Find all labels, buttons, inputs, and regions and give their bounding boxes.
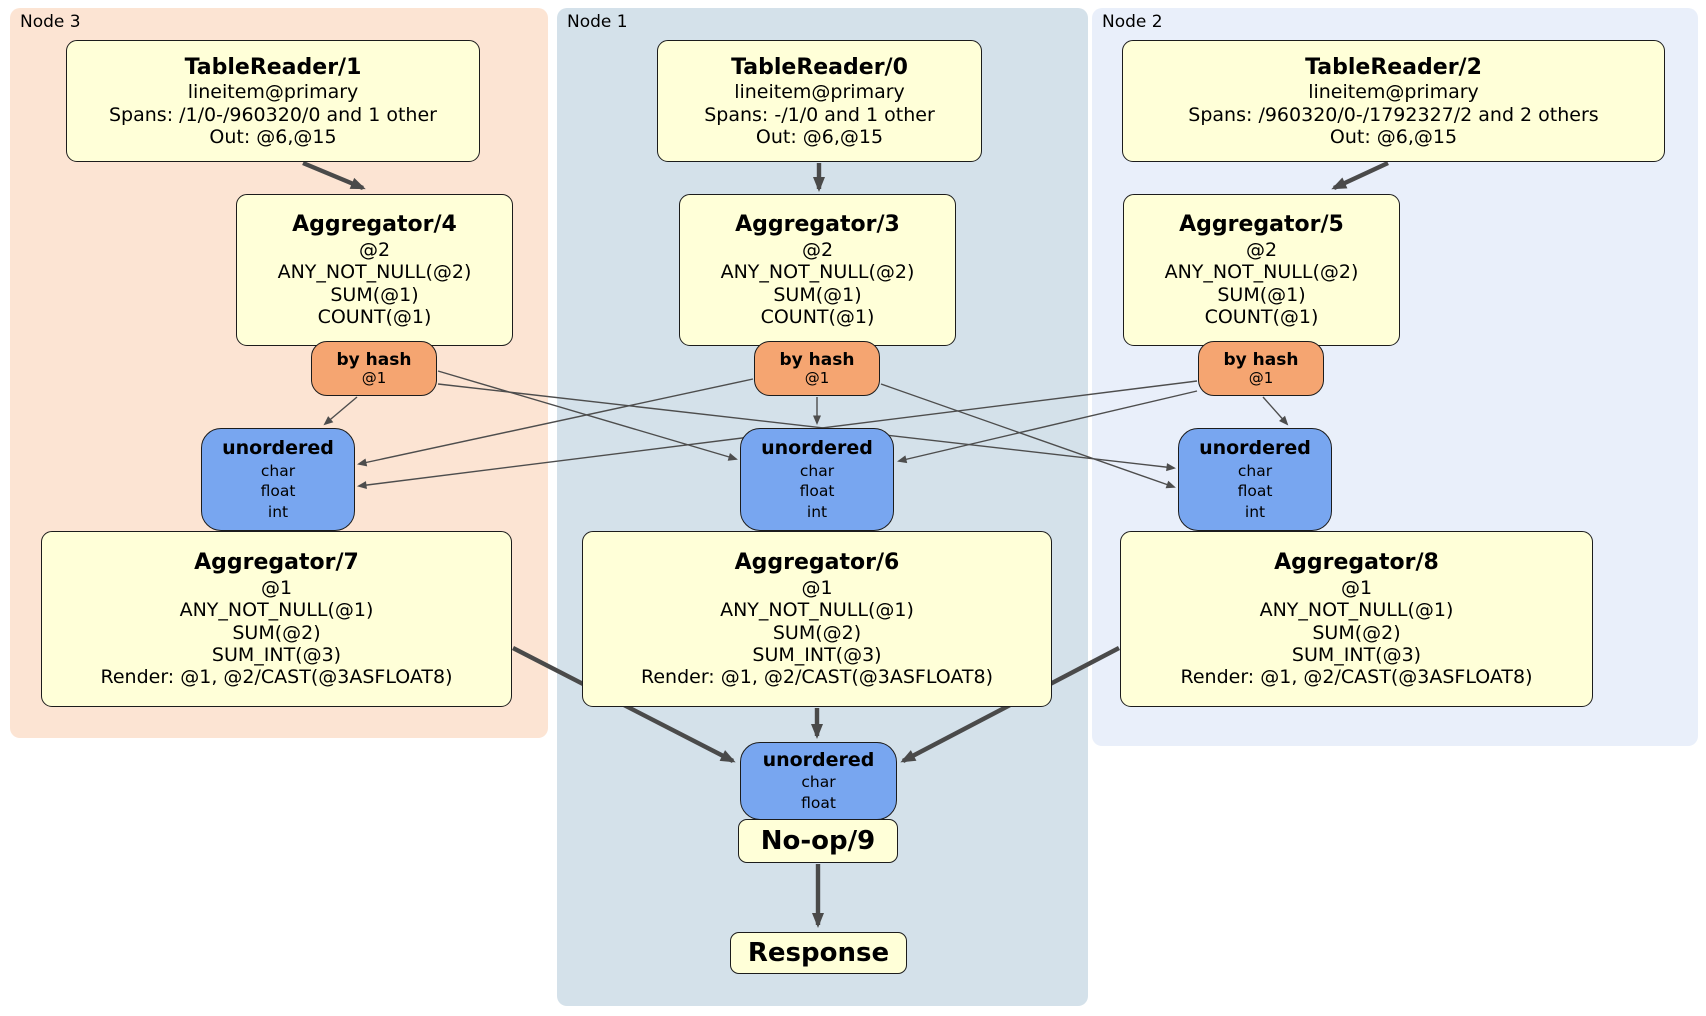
box-line: COUNT(@1) <box>1204 306 1319 329</box>
sync-title: unordered <box>222 436 334 459</box>
box-line: ANY_NOT_NULL(@1) <box>1259 599 1454 622</box>
sync-line: float <box>260 482 296 501</box>
box-line: ANY_NOT_NULL(@2) <box>1164 261 1359 284</box>
node2-label: Node 2 <box>1102 12 1163 32</box>
router-line: @1 <box>361 369 387 388</box>
sync-line: int <box>1244 502 1266 521</box>
box-title: Aggregator/6 <box>734 550 900 576</box>
router-line: @1 <box>1248 369 1274 388</box>
box-line: @1 <box>1340 576 1373 599</box>
box-title: Response <box>747 937 890 968</box>
box-line: SUM_INT(@3) <box>1291 643 1422 666</box>
box-line: Render: @1, @2/CAST(@3ASFLOAT8) <box>1180 666 1533 689</box>
sync-line: float <box>799 482 835 501</box>
box-title: No-op/9 <box>760 825 876 856</box>
box-line: ANY_NOT_NULL(@2) <box>277 261 472 284</box>
sync-line: int <box>806 502 828 521</box>
aggregator5-box: Aggregator/5 @2 ANY_NOT_NULL(@2) SUM(@1)… <box>1123 194 1400 346</box>
box-line: lineitem@primary <box>1308 81 1479 104</box>
sync-line: char <box>260 461 296 480</box>
aggregator6-box: Aggregator/6 @1 ANY_NOT_NULL(@1) SUM(@2)… <box>582 531 1052 707</box>
box-line: Spans: /1/0-/960320/0 and 1 other <box>109 103 437 126</box>
box-line: SUM(@2) <box>232 621 321 644</box>
sync-line: char <box>801 773 836 792</box>
box-title: TableReader/1 <box>184 54 362 80</box>
tablereader2-box: TableReader/2 lineitem@primary Spans: /9… <box>1122 40 1665 162</box>
sync-title: unordered <box>761 436 873 459</box>
tablereader1-box: TableReader/1 lineitem@primary Spans: /1… <box>66 40 480 162</box>
box-title: TableReader/2 <box>1305 54 1482 80</box>
aggregator3-box: Aggregator/3 @2 ANY_NOT_NULL(@2) SUM(@1)… <box>679 194 956 346</box>
box-line: SUM_INT(@3) <box>211 643 342 666</box>
box-line: SUM(@1) <box>773 283 862 306</box>
box-line: Spans: -/1/0 and 1 other <box>704 103 935 126</box>
box-line: SUM(@2) <box>772 621 862 644</box>
box-line: Spans: /960320/0-/1792327/2 and 2 others <box>1188 103 1599 126</box>
box-line: Out: @6,@15 <box>755 125 884 148</box>
box-title: TableReader/0 <box>731 54 908 80</box>
tablereader0-box: TableReader/0 lineitem@primary Spans: -/… <box>657 40 982 162</box>
unordered-node1-sync: unordered char float int <box>740 428 894 531</box>
box-line: COUNT(@1) <box>760 306 875 329</box>
sync-title: unordered <box>762 748 875 771</box>
box-line: SUM(@1) <box>1217 283 1306 306</box>
box-title: Aggregator/7 <box>194 550 359 576</box>
aggregator8-box: Aggregator/8 @1 ANY_NOT_NULL(@1) SUM(@2)… <box>1120 531 1593 707</box>
aggregator7-box: Aggregator/7 @1 ANY_NOT_NULL(@1) SUM(@2)… <box>41 531 512 707</box>
box-line: SUM(@1) <box>330 283 419 306</box>
box-title: Aggregator/4 <box>292 212 457 238</box>
sync-line: char <box>799 461 835 480</box>
box-line: SUM_INT(@3) <box>752 643 882 666</box>
box-line: @1 <box>801 576 833 599</box>
box-line: SUM(@2) <box>1312 621 1401 644</box>
sync-line: float <box>1237 482 1273 501</box>
box-line: Out: @6,@15 <box>209 125 337 148</box>
box-line: Render: @1, @2/CAST(@3ASFLOAT8) <box>100 666 453 689</box>
box-line: ANY_NOT_NULL(@1) <box>179 599 374 622</box>
box-title: Aggregator/3 <box>735 212 900 238</box>
sync-line: float <box>801 793 836 812</box>
byhash-node2-router: by hash @1 <box>1198 341 1324 396</box>
node3-label: Node 3 <box>20 12 81 32</box>
byhash-node3-router: by hash @1 <box>311 341 437 396</box>
box-line: ANY_NOT_NULL(@1) <box>720 599 914 622</box>
box-title: Aggregator/5 <box>1179 212 1344 238</box>
unordered-node3-sync: unordered char float int <box>201 428 355 531</box>
router-line: @1 <box>804 369 830 388</box>
router-title: by hash <box>336 350 412 371</box>
router-title: by hash <box>779 350 855 371</box>
box-title: Aggregator/8 <box>1274 550 1439 576</box>
aggregator4-box: Aggregator/4 @2 ANY_NOT_NULL(@2) SUM(@1)… <box>236 194 513 346</box>
box-line: @2 <box>801 238 834 261</box>
unordered-final-sync: unordered char float <box>740 742 897 820</box>
box-line: Render: @1, @2/CAST(@3ASFLOAT8) <box>641 666 993 689</box>
box-line: @2 <box>358 238 391 261</box>
byhash-node1-router: by hash @1 <box>754 341 880 396</box>
noop9-box: No-op/9 <box>738 819 898 863</box>
router-title: by hash <box>1223 350 1299 371</box>
box-line: @1 <box>260 576 293 599</box>
sync-line: int <box>267 502 289 521</box>
box-line: @2 <box>1245 238 1278 261</box>
sync-title: unordered <box>1199 436 1311 459</box>
unordered-node2-sync: unordered char float int <box>1178 428 1332 531</box>
box-line: COUNT(@1) <box>317 306 432 329</box>
box-line: lineitem@primary <box>734 81 905 104</box>
box-line: ANY_NOT_NULL(@2) <box>720 261 915 284</box>
node1-label: Node 1 <box>567 12 628 32</box>
box-line: lineitem@primary <box>187 81 359 104</box>
box-line: Out: @6,@15 <box>1329 125 1458 148</box>
response-box: Response <box>730 932 907 974</box>
sync-line: char <box>1237 461 1273 480</box>
